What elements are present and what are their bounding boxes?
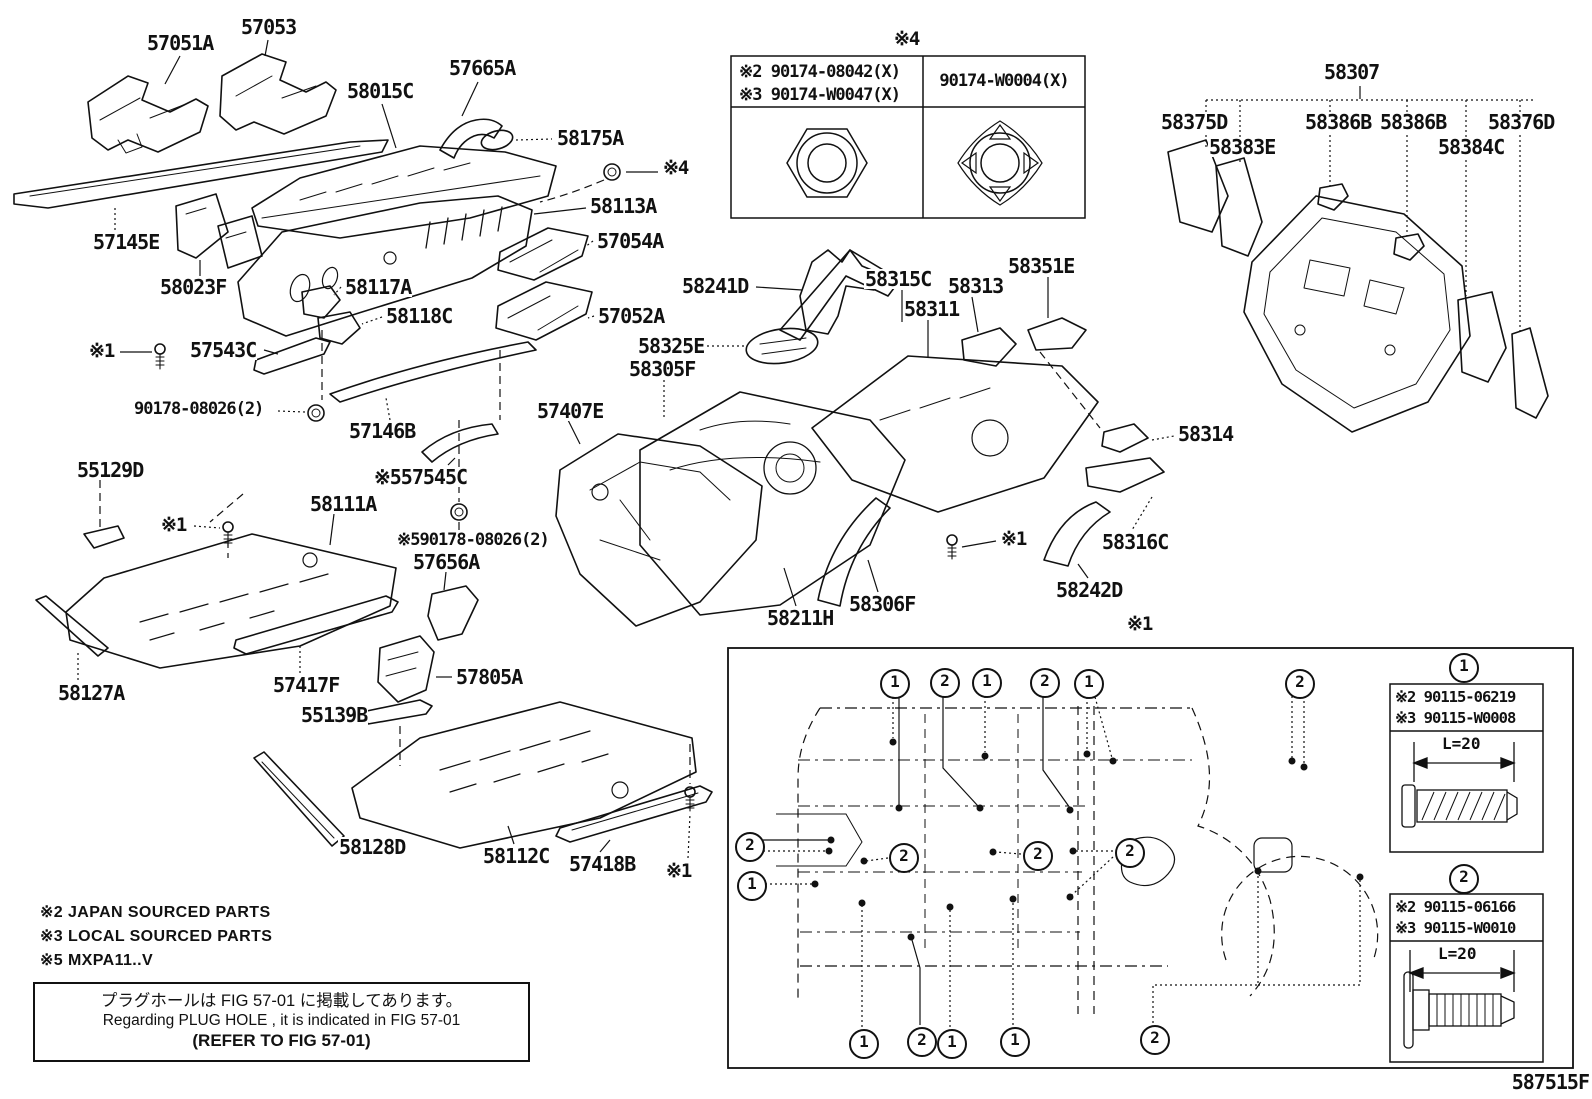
part-label-58113A: 58113A <box>589 194 657 218</box>
detail-2-length: L=20 <box>1436 944 1479 963</box>
part-label-58015C: 58015C <box>346 79 414 103</box>
nut-part-number: ※2 90174-08042(X) <box>739 62 901 82</box>
plug-note-english: Regarding PLUG HOLE , it is indicated in… <box>102 1012 461 1029</box>
detail-1-part-numbers: ※2 90115-06219 ※3 90115-W0008 <box>1395 687 1516 729</box>
part-label-58306F: 58306F <box>848 592 916 616</box>
part-label-57656A: 57656A <box>412 550 480 574</box>
part-label-57543C: 57543C <box>189 338 257 362</box>
part-label-58242D: 58242D <box>1055 578 1123 602</box>
callout-circle-1: 1 <box>737 871 767 901</box>
detail-part-number: ※3 90115-W0010 <box>1395 919 1516 937</box>
part-label-58325E: 58325E <box>637 334 705 358</box>
part-label-58128D: 58128D <box>338 835 406 859</box>
part-label-58383E: 58383E <box>1208 135 1276 159</box>
callout-circle-2: 2 <box>889 843 919 873</box>
part-label-57417F: 57417F <box>272 673 340 697</box>
part-label-58023F: 58023F <box>159 275 227 299</box>
part-label-1: ※1 <box>1000 528 1027 550</box>
part-label-90178080262: 90178-08026(2) <box>133 399 264 419</box>
plug-hole-note-box: プラグホールは FIG 57-01 に掲載してあります。 Regarding P… <box>33 982 530 1062</box>
callout-circle-1: 1 <box>972 668 1002 698</box>
part-label-58376D: 58376D <box>1487 110 1555 134</box>
callout-circle-2: 2 <box>1030 668 1060 698</box>
detail-part-number: ※2 90115-06219 <box>1395 688 1516 706</box>
nut-part-number: ※3 90174-W0047(X) <box>739 85 901 105</box>
callout-circle-1: 1 <box>1449 653 1479 683</box>
part-label-58307: 58307 <box>1323 60 1380 84</box>
source-note-3: ※5 MXPA11..V <box>40 952 154 969</box>
part-label-58384C: 58384C <box>1437 135 1505 159</box>
callout-circle-2: 2 <box>1140 1025 1170 1055</box>
part-label-58313: 58313 <box>947 274 1004 298</box>
callout-circle-1: 1 <box>880 669 910 699</box>
part-label-1: ※1 <box>1126 613 1153 635</box>
part-label-4: ※4 <box>893 28 920 50</box>
detail-part-number: ※2 90115-06166 <box>1395 898 1516 916</box>
callout-circle-2: 2 <box>735 832 765 862</box>
plug-note-refer: (REFER TO FIG 57-01) <box>192 1031 371 1050</box>
part-label-58311: 58311 <box>903 297 960 321</box>
figure-code: 587515F <box>1511 1070 1590 1094</box>
nut-table-left-cell: ※2 90174-08042(X) ※3 90174-W0047(X) <box>739 61 901 107</box>
callout-circle-2: 2 <box>907 1027 937 1057</box>
callout-circle-1: 1 <box>849 1029 879 1059</box>
callout-circle-1: 1 <box>1074 669 1104 699</box>
part-label-58386B: 58386B <box>1304 110 1372 134</box>
part-label-57051A: 57051A <box>146 31 214 55</box>
part-label-55139B: 55139B <box>300 703 368 727</box>
part-label-58211H: 58211H <box>766 606 834 630</box>
callout-circle-1: 1 <box>937 1029 967 1059</box>
part-label-1: ※1 <box>665 860 692 882</box>
part-label-58315C: 58315C <box>864 267 932 291</box>
part-label-57146B: 57146B <box>348 419 416 443</box>
part-label-58351E: 58351E <box>1007 254 1075 278</box>
part-label-57054A: 57054A <box>596 229 664 253</box>
part-label-57053: 57053 <box>240 15 297 39</box>
callout-circle-2: 2 <box>1449 864 1479 894</box>
part-label-57052A: 57052A <box>597 304 665 328</box>
callout-circle-2: 2 <box>1285 669 1315 699</box>
callout-circle-2: 2 <box>1115 838 1145 868</box>
part-label-557545C: ※557545C <box>373 465 468 489</box>
part-label-58127A: 58127A <box>57 681 125 705</box>
part-label-58175A: 58175A <box>556 126 624 150</box>
part-label-57665A: 57665A <box>448 56 516 80</box>
part-label-58316C: 58316C <box>1101 530 1169 554</box>
part-label-1: ※1 <box>88 340 115 362</box>
nut-table-right-cell: 90174-W0004(X) <box>939 71 1069 91</box>
detail-part-number: ※3 90115-W0008 <box>1395 709 1516 727</box>
part-label-57805A: 57805A <box>455 665 523 689</box>
part-label-58375D: 58375D <box>1160 110 1228 134</box>
part-label-58118C: 58118C <box>385 304 453 328</box>
plug-note-japanese: プラグホールは FIG 57-01 に掲載してあります。 <box>100 992 463 1010</box>
callout-circle-1: 1 <box>1000 1027 1030 1057</box>
detail-1-length: L=20 <box>1440 734 1483 753</box>
part-label-57407E: 57407E <box>536 399 604 423</box>
part-label-1: ※1 <box>160 514 187 536</box>
part-label-55129D: 55129D <box>76 458 144 482</box>
part-label-58117A: 58117A <box>344 275 412 299</box>
part-label-58112C: 58112C <box>482 844 550 868</box>
callout-circle-2: 2 <box>930 668 960 698</box>
part-label-58241D: 58241D <box>681 274 749 298</box>
part-label-590178080262: ※590178-08026(2) <box>396 530 550 550</box>
part-label-58305F: 58305F <box>628 357 696 381</box>
part-label-58111A: 58111A <box>309 492 377 516</box>
part-label-57145E: 57145E <box>92 230 160 254</box>
part-label-4: ※4 <box>662 157 689 179</box>
callout-circle-2: 2 <box>1023 841 1053 871</box>
part-label-57418B: 57418B <box>568 852 636 876</box>
detail-2-part-numbers: ※2 90115-06166 ※3 90115-W0010 <box>1395 897 1516 939</box>
source-note-1: ※2 JAPAN SOURCED PARTS <box>40 904 271 921</box>
source-note-2: ※3 LOCAL SOURCED PARTS <box>40 928 273 945</box>
part-label-58386B: 58386B <box>1379 110 1447 134</box>
part-label-58314: 58314 <box>1177 422 1234 446</box>
